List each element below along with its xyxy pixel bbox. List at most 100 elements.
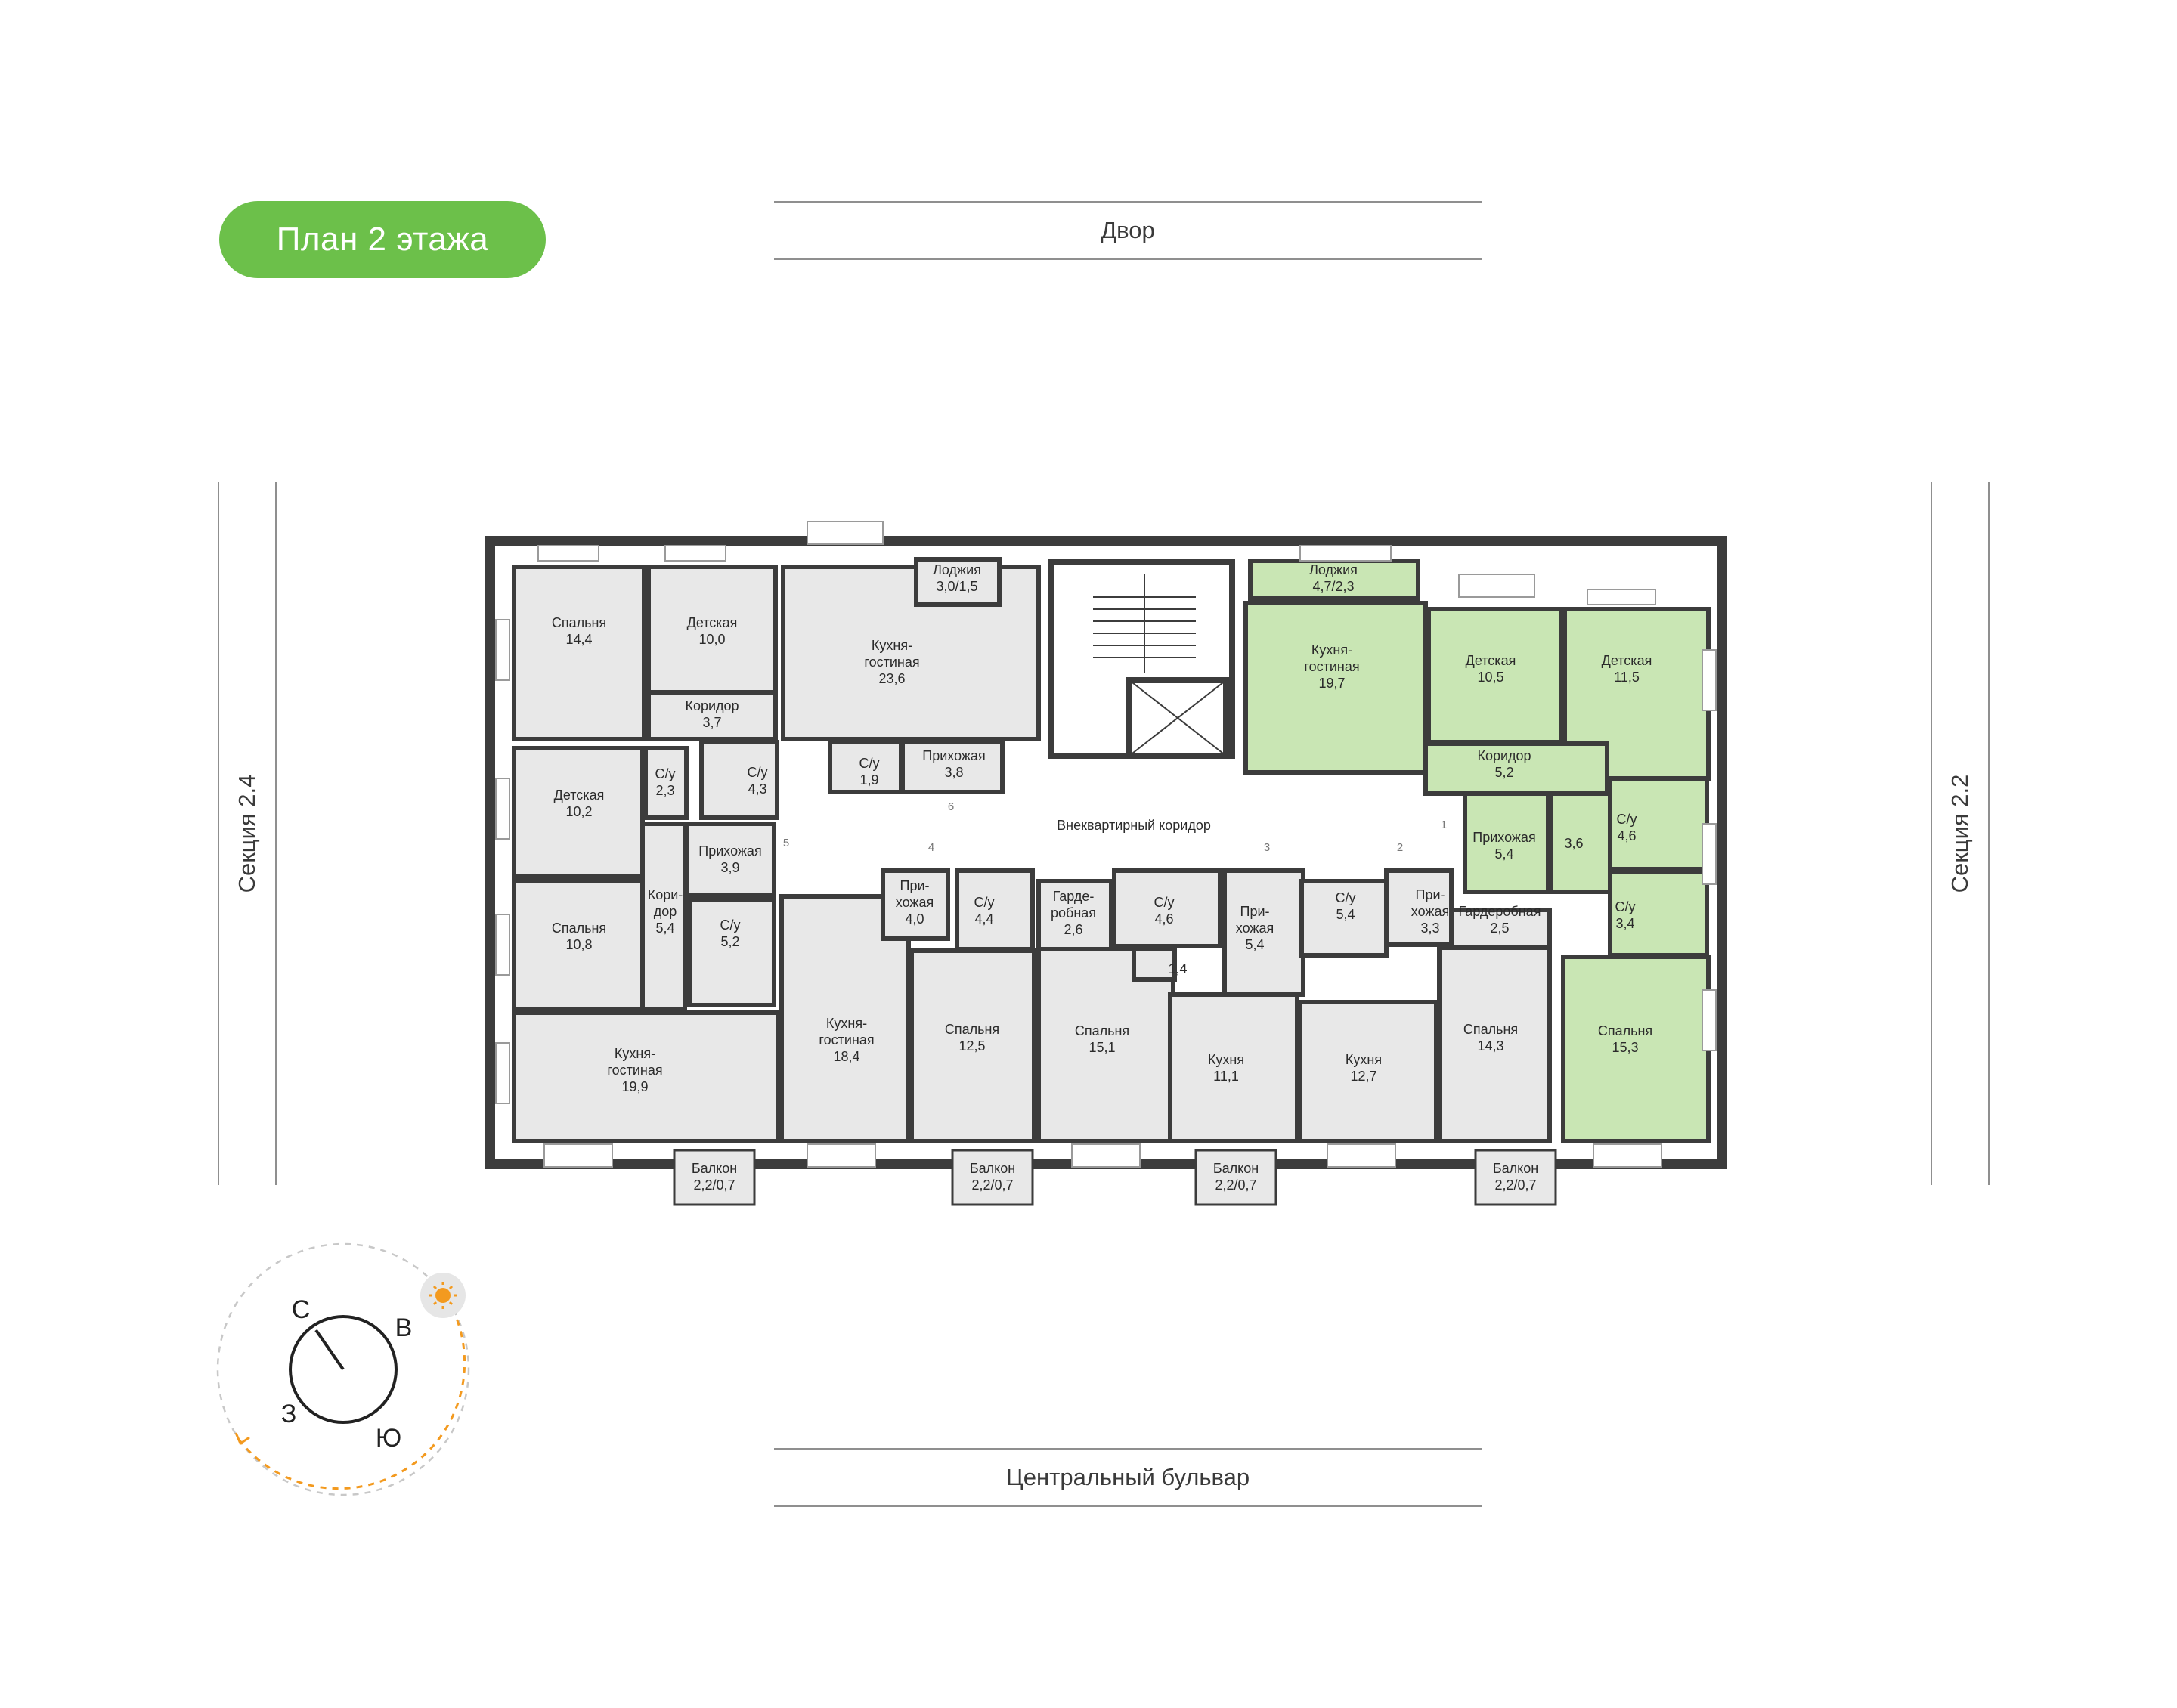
room-shape (909, 948, 1036, 1143)
window (495, 778, 510, 840)
sun-ray (448, 1301, 454, 1306)
room-shape (881, 868, 950, 941)
sun-ray (432, 1301, 438, 1306)
window (537, 545, 599, 562)
room-shape (1168, 992, 1299, 1143)
door-number: 6 (948, 800, 954, 813)
door-number: 2 (1397, 841, 1403, 854)
room-shape (646, 565, 778, 695)
sun-icon (435, 1288, 451, 1303)
compass-dial (289, 1315, 398, 1424)
room-shape (828, 740, 903, 794)
sun-arrow-icon (234, 1432, 250, 1446)
sun-path-arc (236, 1287, 466, 1490)
compass-needle (314, 1329, 345, 1371)
compass: С В З Ю (216, 1242, 470, 1496)
room-shape (640, 822, 687, 1012)
corridor-label: Внеквартирный коридор (1057, 818, 1211, 833)
balcony-shape (951, 1149, 1034, 1206)
common-corridor (801, 797, 1451, 868)
balcony-shape (1474, 1149, 1557, 1206)
window (495, 619, 510, 681)
street-top-text: Двор (1101, 217, 1155, 243)
window (1702, 823, 1717, 885)
room-shape (1437, 945, 1552, 1143)
room-shape (1132, 947, 1177, 982)
window (1458, 574, 1535, 598)
room-shape (1449, 908, 1552, 950)
window (1702, 649, 1717, 711)
door-number: 4 (928, 841, 934, 854)
balcony-shape (673, 1149, 756, 1206)
room-shape (512, 1010, 781, 1143)
room-shape (1608, 776, 1709, 871)
room-shape (914, 557, 1002, 607)
room-shape (643, 746, 689, 820)
room-shape (1423, 741, 1609, 796)
sun-path-circle (216, 1242, 470, 1496)
apartment-rooms (512, 557, 1552, 1143)
window (1299, 545, 1392, 562)
room-shape (646, 690, 778, 741)
room-label: 3,6 (1564, 836, 1583, 851)
sun-rays-icon (429, 1282, 457, 1309)
room-shape (1112, 868, 1222, 948)
sun-ray (432, 1285, 438, 1290)
balcony-shape (1194, 1149, 1277, 1206)
window (543, 1143, 613, 1168)
room-shape (1036, 879, 1113, 951)
window (807, 1143, 876, 1168)
room-shape (512, 565, 646, 741)
room-shape (699, 740, 779, 820)
window (664, 545, 726, 562)
window (807, 521, 884, 545)
room-shape (684, 822, 776, 897)
room-shape (512, 746, 645, 879)
room-shape (1036, 947, 1175, 1143)
sun-ray (448, 1285, 454, 1290)
highlighted-apartment (1243, 559, 1711, 1143)
section-left-label: Секция 2.4 (218, 482, 277, 1185)
room-shape (1243, 601, 1428, 775)
window (495, 914, 510, 976)
section-right-label: Секция 2.2 (1931, 482, 1990, 1185)
floor-title-badge: План 2 этажа (219, 201, 546, 278)
compass-north: С (292, 1295, 311, 1324)
door-number: 1 (1441, 818, 1447, 831)
compass-east: В (395, 1313, 413, 1342)
room-shape (1298, 1000, 1438, 1143)
compass-south: Ю (376, 1424, 401, 1453)
